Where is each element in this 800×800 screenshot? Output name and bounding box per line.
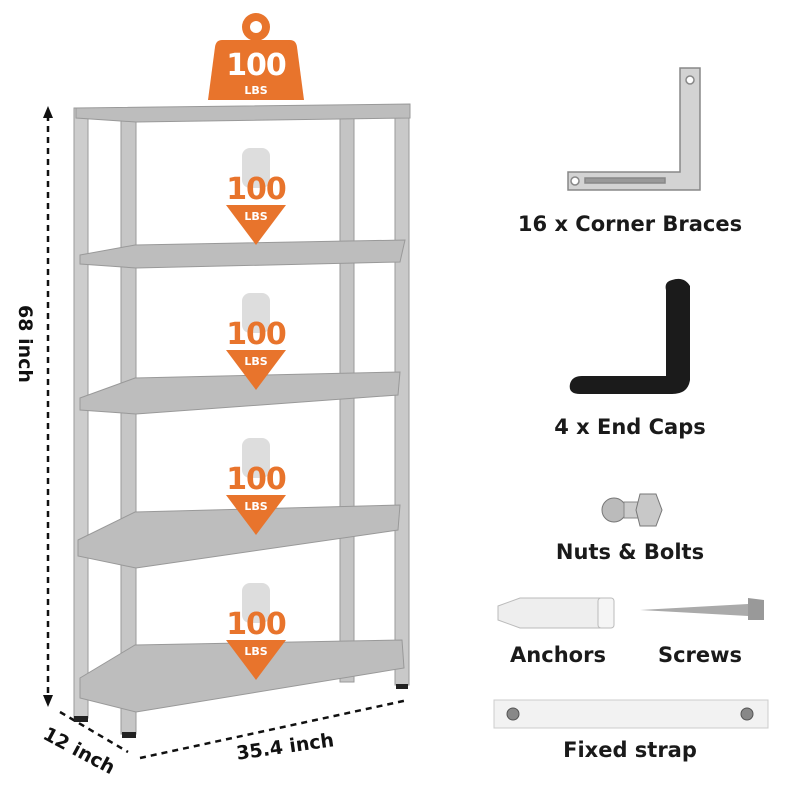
- shelf-load-unit: LBS: [244, 500, 268, 513]
- top-weight-value: 100: [226, 48, 287, 83]
- depth-dimension-line: [59, 710, 129, 754]
- shelf-load-unit: LBS: [244, 210, 268, 223]
- top-weight-unit: LBS: [244, 84, 268, 97]
- height-label: 68 inch: [13, 305, 36, 383]
- width-dimension-line: [139, 698, 409, 760]
- shelf-load-value: 100: [226, 317, 287, 352]
- weight-icon: [208, 13, 304, 100]
- screw-icon: [640, 598, 764, 620]
- screws-label: Screws: [657, 643, 743, 667]
- shelf-load-value: 100: [226, 172, 287, 207]
- strap-label: Fixed strap: [563, 738, 697, 762]
- anchor-icon: [497, 597, 615, 629]
- end-cap-icon: [569, 278, 690, 394]
- nuts-bolts-label: Nuts & Bolts: [555, 540, 705, 564]
- corner-braces-label: 16 x Corner Braces: [517, 212, 743, 236]
- shelf-load-unit: LBS: [244, 645, 268, 658]
- load-arrows: [226, 148, 286, 680]
- shelf-load-value: 100: [226, 462, 287, 497]
- anchors-label: Anchors: [510, 643, 606, 667]
- corner-brace-icon: [567, 67, 701, 191]
- nut-bolt-icon: [601, 493, 663, 527]
- end-caps-label: 4 x End Caps: [554, 415, 706, 439]
- strap-icon: [493, 699, 769, 729]
- shelf-load-value: 100: [226, 607, 287, 642]
- shelf-load-unit: LBS: [244, 355, 268, 368]
- shelves: [75, 103, 411, 713]
